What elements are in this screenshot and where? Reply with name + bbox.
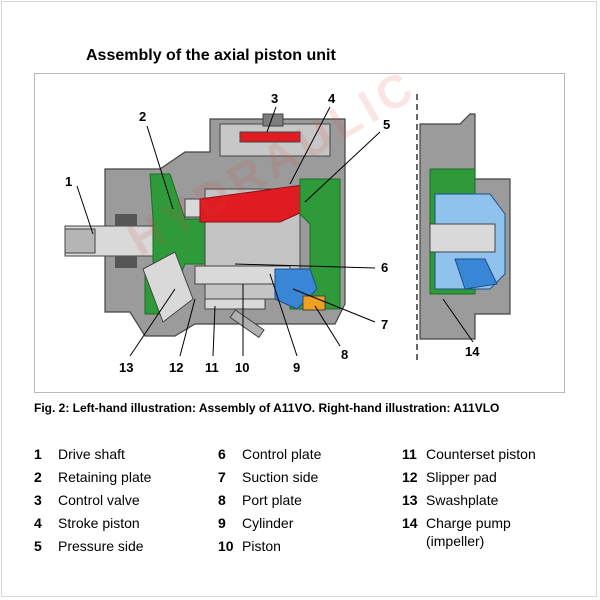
callout-14: 14 bbox=[465, 344, 480, 359]
port-plate-valve bbox=[302, 295, 326, 311]
legend-num: 13 bbox=[402, 492, 418, 508]
leader-12 bbox=[179, 298, 196, 357]
legend-num: 7 bbox=[218, 469, 226, 485]
leader-2 bbox=[146, 125, 174, 210]
callout-4: 4 bbox=[328, 91, 336, 106]
legend-label: Pressure side bbox=[58, 538, 144, 554]
legend-num: 14 bbox=[402, 515, 418, 531]
legend-num: 9 bbox=[218, 515, 226, 531]
legend-label: Control plate bbox=[242, 446, 322, 462]
callout-1: 1 bbox=[65, 174, 72, 189]
leader-9 bbox=[269, 273, 298, 357]
leader-11 bbox=[212, 305, 216, 357]
legend-label: Suction side bbox=[242, 469, 319, 485]
bottom-screw bbox=[229, 309, 265, 339]
callout-3: 3 bbox=[271, 91, 278, 106]
a11vlo-section bbox=[419, 113, 511, 340]
leader-6 bbox=[234, 263, 376, 269]
callout-8: 8 bbox=[341, 347, 348, 362]
legend-label: Port plate bbox=[242, 492, 302, 508]
callout-7: 7 bbox=[381, 317, 388, 332]
leader-5 bbox=[304, 131, 381, 203]
charge-pump-impeller bbox=[454, 258, 498, 290]
legend-label: Counterset piston bbox=[426, 446, 536, 462]
swashplate bbox=[142, 251, 194, 323]
legend-label: Stroke piston bbox=[58, 515, 140, 531]
legend-label: Control valve bbox=[58, 492, 140, 508]
legend-num: 2 bbox=[34, 469, 42, 485]
callout-labels: 1 2 3 4 5 6 7 8 9 10 11 12 13 14 bbox=[65, 91, 480, 375]
legend-label: Swashplate bbox=[426, 492, 499, 508]
legend-num: 10 bbox=[218, 538, 234, 554]
legend-label: Slipper pad bbox=[426, 469, 497, 485]
legend-label: Retaining plate bbox=[58, 469, 152, 485]
leader-8 bbox=[314, 305, 341, 347]
legend-label: Piston bbox=[242, 538, 281, 554]
bearing-front-bottom bbox=[115, 256, 137, 268]
legend-num: 5 bbox=[34, 538, 42, 554]
a11vo-section bbox=[64, 113, 346, 339]
callout-10: 10 bbox=[235, 360, 249, 375]
leader-14 bbox=[442, 298, 474, 343]
legend-label: Drive shaft bbox=[58, 446, 125, 462]
legend-num: 12 bbox=[402, 469, 418, 485]
counterset-piston bbox=[204, 298, 266, 310]
legend-num: 6 bbox=[218, 446, 226, 462]
legend-num: 3 bbox=[34, 492, 42, 508]
charge-pump-shaft bbox=[429, 223, 496, 253]
callout-9: 9 bbox=[293, 360, 300, 375]
leader-3 bbox=[266, 106, 277, 133]
diagram-frame: 1 2 3 4 5 6 7 8 9 10 11 12 13 14 bbox=[34, 73, 565, 393]
callout-11: 11 bbox=[205, 360, 219, 375]
leader-4 bbox=[289, 106, 331, 185]
legend-label: Cylinder bbox=[242, 515, 294, 531]
leader-7 bbox=[292, 288, 376, 323]
leader-13 bbox=[129, 288, 176, 357]
shaft-spline bbox=[64, 228, 96, 254]
leader-1 bbox=[76, 185, 94, 235]
callout-5: 5 bbox=[383, 117, 390, 132]
legend-num: 11 bbox=[402, 446, 417, 462]
page-title: Assembly of the axial piston unit bbox=[86, 47, 336, 64]
legend-label: Charge pump (impeller) bbox=[426, 515, 511, 549]
bearing-front-top bbox=[115, 214, 137, 226]
control-valve-spool bbox=[239, 131, 301, 143]
callout-13: 13 bbox=[119, 360, 133, 375]
legend-num: 8 bbox=[218, 492, 226, 508]
callout-2: 2 bbox=[139, 109, 146, 124]
figure-caption: Fig. 2: Left-hand illustration: Assembly… bbox=[34, 401, 500, 415]
callout-6: 6 bbox=[381, 260, 388, 275]
callout-12: 12 bbox=[169, 360, 183, 375]
callout-leaders bbox=[76, 106, 474, 357]
legend-num: 4 bbox=[34, 515, 42, 531]
pump-cutaway-illustration: 1 2 3 4 5 6 7 8 9 10 11 12 13 14 bbox=[64, 91, 511, 375]
legend-num: 1 bbox=[34, 446, 42, 462]
